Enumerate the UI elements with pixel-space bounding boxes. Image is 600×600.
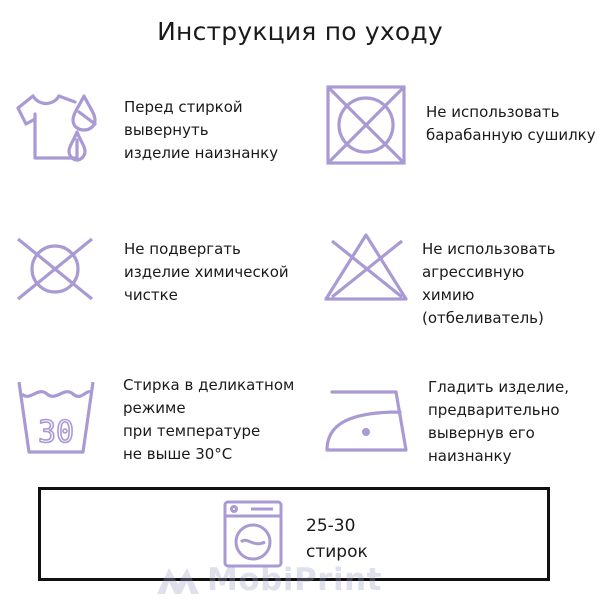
care-instruction-text: Не подвергать изделие химической чистке bbox=[124, 240, 289, 304]
no-bleach-icon bbox=[322, 231, 410, 303]
no-dry-clean-icon bbox=[14, 237, 96, 301]
wash-30-icon: 30 bbox=[16, 378, 96, 456]
wash-temperature: 30 bbox=[38, 415, 74, 450]
care-instruction-text: Не использовать барабанную сушилку bbox=[426, 103, 596, 144]
care-instruction-text: Не использовать агрессивную химию (отбел… bbox=[422, 240, 556, 327]
page-title: Инструкция по уходу bbox=[157, 17, 443, 46]
shirt-inside-out-icon bbox=[15, 88, 100, 170]
wash-count-box: 25-30 стирок bbox=[38, 487, 550, 581]
care-instruction-text: Гладить изделие, предварительно вывернув… bbox=[428, 378, 570, 465]
wash-count-text: 25-30 стирок bbox=[306, 516, 368, 562]
mobiprint-logo-icon bbox=[157, 568, 199, 594]
watermark: MobiPrint bbox=[155, 560, 382, 600]
washing-machine-icon bbox=[223, 500, 283, 568]
iron-icon bbox=[324, 388, 410, 454]
care-instruction-text: Перед стиркой вывернуть изделие наизнанк… bbox=[124, 98, 279, 162]
no-tumble-dry-icon bbox=[326, 85, 406, 165]
care-instruction-text: Стирка в деликатном режиме при температу… bbox=[123, 376, 295, 463]
watermark-text: MobiPrint bbox=[207, 562, 382, 598]
